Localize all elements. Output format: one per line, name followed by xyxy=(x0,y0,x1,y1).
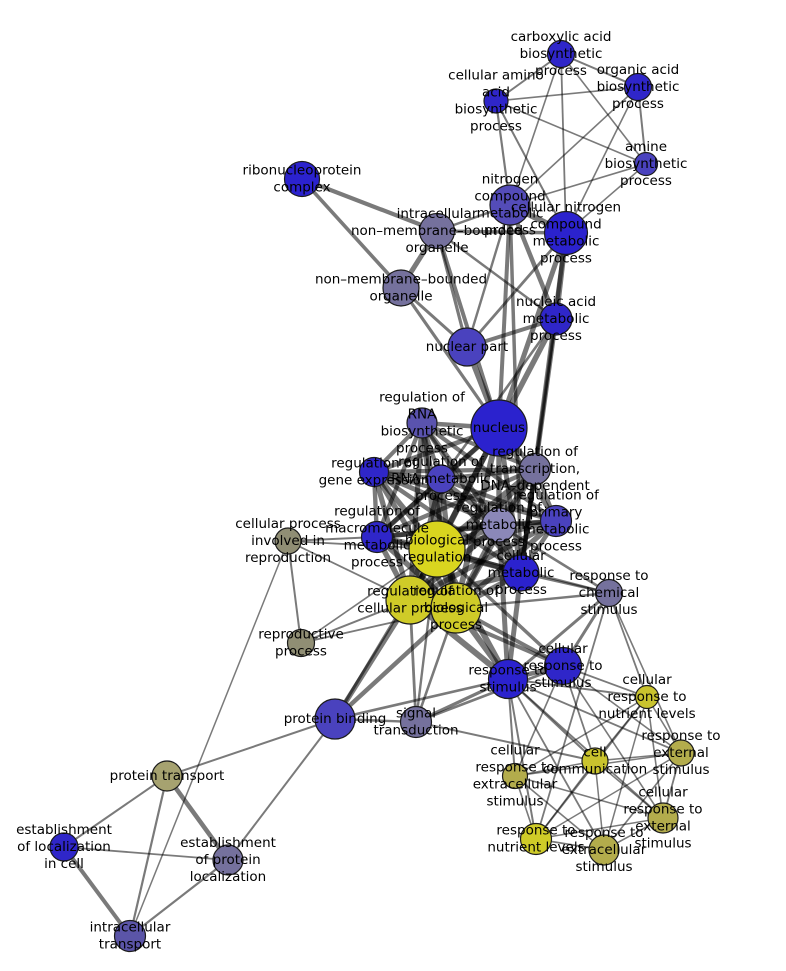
node-ribonucleoprotein-complex[interactable] xyxy=(283,160,321,198)
node-cellular-response-to-external-stimulus[interactable] xyxy=(647,802,679,834)
node-regulation-of-biological-process[interactable] xyxy=(430,582,482,634)
node-reproductive-process[interactable] xyxy=(286,628,316,658)
edge-cellular-response-to-nutrient-levels--cellular-response-to-extracellular-stimulus[interactable] xyxy=(514,696,648,777)
edge-amine-biosynthetic-process--nitrogen-compound-metabolic-process[interactable] xyxy=(509,163,647,206)
edge-organic-acid-biosynthetic-process--cellular-amino-acid-biosynthetic-process[interactable] xyxy=(495,86,639,102)
node-signal-transduction[interactable] xyxy=(399,705,433,739)
node-response-to-extracellular-stimulus[interactable] xyxy=(588,834,620,866)
edge-response-to-external-stimulus--response-to-nutrient-levels[interactable] xyxy=(535,752,682,840)
node-amine-biosynthetic-process[interactable] xyxy=(633,151,659,177)
node-regulation-of-macromolecule-metabolic-process[interactable] xyxy=(360,520,394,554)
edge-response-to-external-stimulus--response-to-extracellular-stimulus[interactable] xyxy=(603,752,682,851)
edge-cellular-response-to-stimulus--cellular-response-to-external-stimulus[interactable] xyxy=(562,665,664,819)
node-carboxylic-acid-biosynthetic-process[interactable] xyxy=(546,39,576,69)
edge-response-to-chemical-stimulus--response-to-external-stimulus[interactable] xyxy=(608,592,682,754)
node-nucleus[interactable] xyxy=(470,399,528,457)
node-cellular-response-to-nutrient-levels[interactable] xyxy=(634,684,660,710)
edge-protein-transport--establishment-of-protein-localization[interactable] xyxy=(165,774,230,862)
node-nitrogen-compound-metabolic-process[interactable] xyxy=(489,184,531,226)
node-cellular-response-to-extracellular-stimulus[interactable] xyxy=(501,762,529,790)
edge-intracellular-non-membrane-bounded-organelle--nucleic-acid-metabolic-process[interactable] xyxy=(436,229,557,321)
edge-cellular-response-to-stimulus--signal-transduction[interactable] xyxy=(415,664,564,724)
edge-response-to-chemical-stimulus--response-to-stimulus[interactable] xyxy=(507,591,610,681)
edge-protein-binding--establishment-of-protein-localization[interactable] xyxy=(227,718,336,861)
node-intracellular-transport[interactable] xyxy=(113,919,147,953)
edge-cellular-response-to-nutrient-levels--response-to-extracellular-stimulus[interactable] xyxy=(603,696,648,851)
node-cellular-nitrogen-compound-metabolic-process[interactable] xyxy=(543,210,589,256)
node-regulation-of-primary-metabolic-process[interactable] xyxy=(539,504,573,538)
node-intracellular-non-membrane-bounded-organelle[interactable] xyxy=(418,212,456,250)
node-cell-communication[interactable] xyxy=(581,747,609,775)
edge-regulation-of-transcription-dna-dependent--regulation-of-macromolecule-metabolic-process[interactable] xyxy=(376,466,536,540)
edge-cellular-response-to-stimulus--biological-regulation[interactable] xyxy=(435,547,565,668)
node-nucleic-acid-metabolic-process[interactable] xyxy=(539,302,573,336)
edge-nuclear-part--nitrogen-compound-metabolic-process[interactable] xyxy=(465,204,512,348)
edge-cellular-amino-acid-biosynthetic-process--amine-biosynthetic-process[interactable] xyxy=(495,100,647,165)
node-response-to-stimulus[interactable] xyxy=(487,658,529,700)
edge-carboxylic-acid-biosynthetic-process--amine-biosynthetic-process[interactable] xyxy=(560,53,647,165)
node-regulation-of-transcription-dna-dependent[interactable] xyxy=(518,452,552,486)
node-establishment-of-localization-in-cell[interactable] xyxy=(49,832,79,862)
edge-regulation-of-gene-expression--regulation-of-transcription-dna-dependent[interactable] xyxy=(373,466,536,475)
edge-protein-transport--protein-binding[interactable] xyxy=(166,718,336,777)
edge-response-to-stimulus--cellular-response-to-external-stimulus[interactable] xyxy=(507,678,664,819)
edge-signal-transduction--cell-communication[interactable] xyxy=(415,721,596,762)
edge-nitrogen-compound-metabolic-process--nucleus[interactable] xyxy=(497,204,512,429)
node-response-to-external-stimulus[interactable] xyxy=(667,739,695,767)
edge-response-to-chemical-stimulus--regulation-of-metabolic-process[interactable] xyxy=(498,523,610,595)
edge-layer xyxy=(62,53,682,938)
edge-cellular-response-to-stimulus--response-to-external-stimulus[interactable] xyxy=(562,665,682,754)
edge-establishment-of-localization-in-cell--intracellular-transport[interactable] xyxy=(62,845,132,938)
node-cellular-metabolic-process[interactable] xyxy=(502,554,540,592)
edge-response-to-stimulus--regulation-of-metabolic-process[interactable] xyxy=(496,524,511,680)
edge-organic-acid-biosynthetic-process--nitrogen-compound-metabolic-process[interactable] xyxy=(509,86,639,206)
edge-response-to-stimulus--response-to-extracellular-stimulus[interactable] xyxy=(507,678,605,851)
node-response-to-nutrient-levels[interactable] xyxy=(519,822,553,856)
edge-cellular-nitrogen-compound-metabolic-process--nucleus[interactable] xyxy=(496,232,569,429)
edge-protein-binding--biological-regulation[interactable] xyxy=(333,548,439,720)
node-cellular-amino-acid-biosynthetic-process[interactable] xyxy=(483,88,509,114)
edge-protein-binding--regulation-of-biological-process[interactable] xyxy=(333,606,458,721)
node-protein-binding[interactable] xyxy=(314,698,356,740)
node-layer xyxy=(49,39,695,953)
edge-protein-transport--establishment-of-localization-in-cell[interactable] xyxy=(63,775,168,848)
edge-cellular-response-to-stimulus--cellular-response-to-extracellular-stimulus[interactable] xyxy=(514,665,564,777)
edge-response-to-chemical-stimulus--cellular-response-to-nutrient-levels[interactable] xyxy=(608,592,648,698)
node-non-membrane-bounded-organelle[interactable] xyxy=(382,269,420,307)
node-response-to-chemical-stimulus[interactable] xyxy=(594,578,624,608)
edge-carboxylic-acid-biosynthetic-process--nitrogen-compound-metabolic-process[interactable] xyxy=(509,53,562,206)
node-cellular-process-involved-in-reproduction[interactable] xyxy=(274,527,302,555)
edge-cellular-process-involved-in-reproduction--reproductive-process[interactable] xyxy=(287,540,302,644)
node-regulation-of-rna-metabolic-process[interactable] xyxy=(426,464,456,494)
node-biological-regulation[interactable] xyxy=(408,520,466,578)
edge-response-to-chemical-stimulus--regulation-of-biological-process[interactable] xyxy=(455,591,610,610)
node-regulation-of-rna-biosynthetic-process[interactable] xyxy=(406,407,438,439)
edge-protein-transport--intracellular-transport[interactable] xyxy=(128,775,169,937)
edge-cellular-amino-acid-biosynthetic-process--cellular-nitrogen-compound-metabolic-process[interactable] xyxy=(495,100,567,234)
edge-carboxylic-acid-biosynthetic-process--cellular-nitrogen-compound-metabolic-process[interactable] xyxy=(560,53,567,234)
edge-cell-communication--response-to-nutrient-levels[interactable] xyxy=(535,760,596,840)
edge-ribonucleoprotein-complex--intracellular-non-membrane-bounded-organelle[interactable] xyxy=(301,177,438,233)
node-regulation-of-metabolic-process[interactable] xyxy=(481,507,517,543)
edge-cellular-process-involved-in-reproduction--intracellular-transport[interactable] xyxy=(129,540,289,937)
edge-establishment-of-localization-in-cell--establishment-of-protein-localization[interactable] xyxy=(63,846,229,861)
node-organic-acid-biosynthetic-process[interactable] xyxy=(623,72,653,102)
node-nuclear-part[interactable] xyxy=(447,327,487,367)
edge-response-to-chemical-stimulus--response-to-nutrient-levels[interactable] xyxy=(535,592,610,840)
node-regulation-of-gene-expression[interactable] xyxy=(358,456,390,488)
node-establishment-of-protein-localization[interactable] xyxy=(212,844,244,876)
edge-cellular-response-to-nutrient-levels--cellular-response-to-external-stimulus[interactable] xyxy=(646,696,664,819)
edge-ribonucleoprotein-complex--non-membrane-bounded-organelle[interactable] xyxy=(300,177,403,290)
edge-protein-binding--response-to-stimulus[interactable] xyxy=(334,677,509,721)
node-regulation-of-cellular-process[interactable] xyxy=(385,575,435,625)
edge-cellular-response-to-extracellular-stimulus--response-to-extracellular-stimulus[interactable] xyxy=(514,775,605,851)
edge-cellular-response-to-external-stimulus--response-to-nutrient-levels[interactable] xyxy=(535,817,664,840)
edge-cellular-response-to-extracellular-stimulus--cellular-response-to-external-stimulus[interactable] xyxy=(514,775,664,819)
edge-intracellular-transport--establishment-of-protein-localization[interactable] xyxy=(129,859,229,937)
node-cellular-response-to-stimulus[interactable] xyxy=(543,646,583,686)
node-protein-transport[interactable] xyxy=(151,760,183,792)
edge-organic-acid-biosynthetic-process--cellular-nitrogen-compound-metabolic-process[interactable] xyxy=(565,86,639,234)
